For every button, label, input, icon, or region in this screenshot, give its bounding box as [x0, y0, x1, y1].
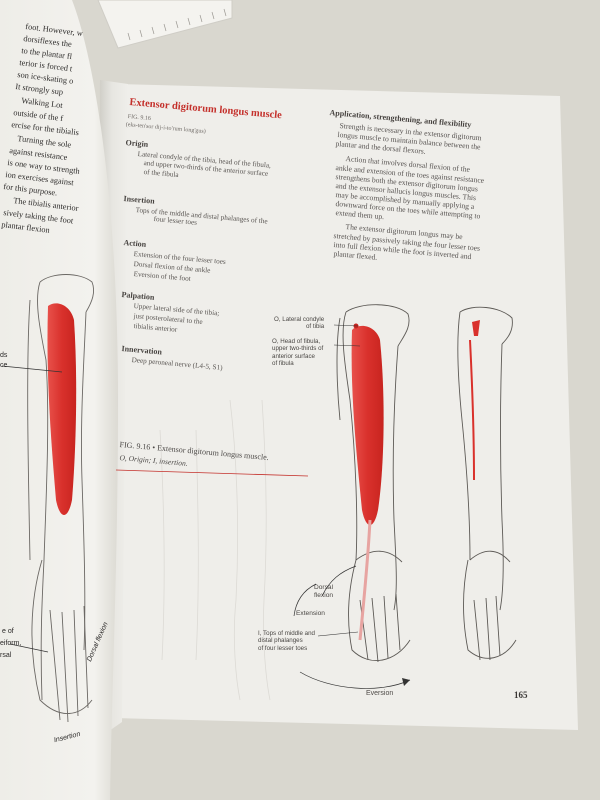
page-number: 165 — [514, 690, 528, 700]
label-extension: Extension — [296, 610, 325, 617]
center-leg-diagram — [336, 304, 411, 663]
eversion-arrowhead — [402, 678, 410, 686]
left-leg-diagram — [27, 274, 95, 723]
left-pointer-line — [1, 365, 63, 373]
faint-leg-sketch — [159, 399, 271, 701]
right-origin-red — [472, 320, 480, 336]
left-cut-label-4: eiform, — [0, 640, 22, 647]
eversion-arrow — [299, 671, 411, 689]
left-cut-label-1: ds — [0, 352, 8, 359]
left-pointer-line-2 — [9, 643, 49, 653]
dorsal-flexion-arrow — [321, 565, 357, 597]
origin-heading: Origin — [125, 138, 149, 149]
right-page — [114, 84, 578, 730]
running-label-eversion: Eversion — [366, 690, 394, 697]
left-cut-label-5: rsal — [0, 652, 12, 659]
right-muscle-red — [469, 339, 475, 481]
left-muscle-red — [47, 303, 77, 515]
pointer-fibula — [333, 344, 361, 347]
label-insertion: I, Tops of middle and distal phalanges o… — [258, 630, 315, 652]
ruler — [97, 0, 233, 49]
left-cut-label-2: ce — [0, 362, 8, 369]
right-leg-diagram — [457, 306, 517, 661]
center-tendon — [358, 519, 372, 641]
label-head-fibula: O, Head of fibula, upper two-thirds of a… — [272, 338, 324, 368]
extension-arrow — [293, 583, 317, 617]
caption-rule — [115, 469, 309, 477]
label-lateral-condyle: O, Lateral condyle of tibia — [274, 316, 325, 331]
pointer-condyle — [333, 324, 359, 327]
pointer-insertion — [317, 631, 359, 637]
action-heading: Action — [123, 238, 147, 249]
center-muscle-red — [351, 325, 384, 525]
left-cut-label-3: e of — [2, 628, 14, 635]
label-dorsal-flexion: Dorsal flexion — [314, 584, 334, 600]
